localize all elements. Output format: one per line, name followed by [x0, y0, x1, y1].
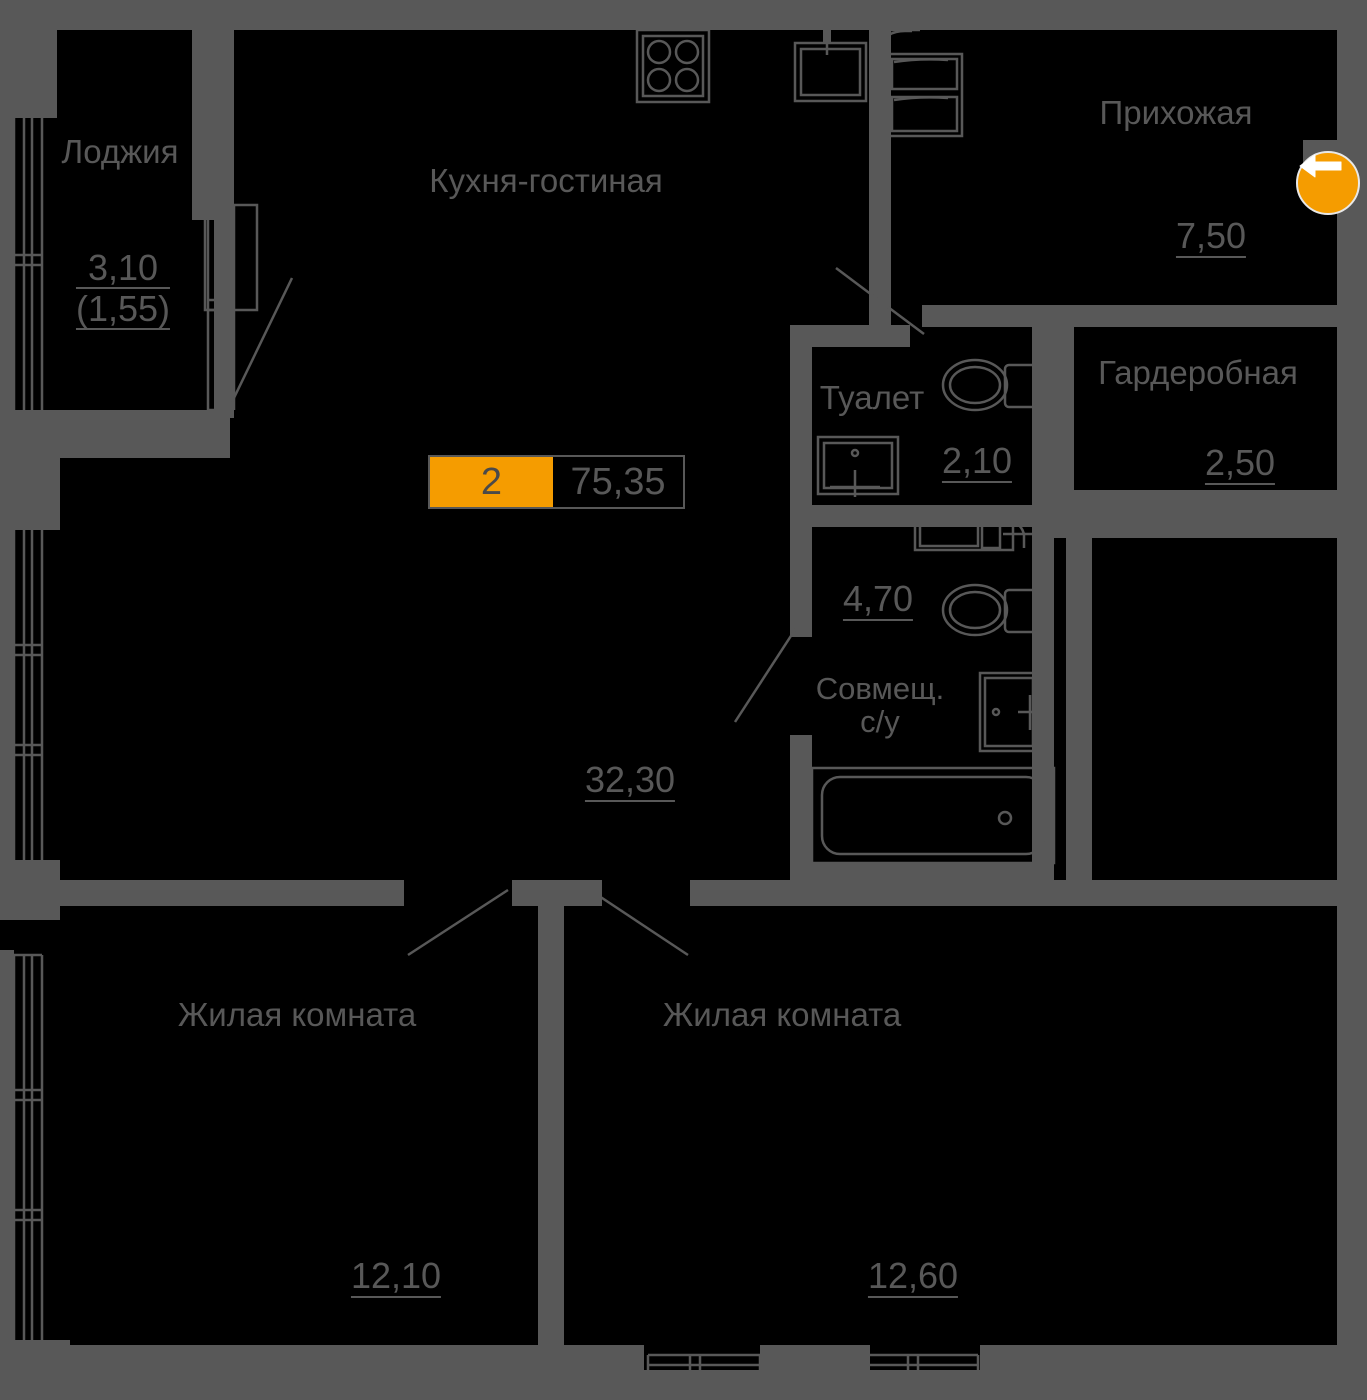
wall-living-bedroom-left — [54, 880, 404, 906]
wall-left-mid — [0, 860, 60, 920]
wall-left-window-1 — [0, 515, 14, 885]
toilet-icon-lower — [941, 583, 1039, 637]
window-bottom-right-mullion — [864, 1355, 980, 1388]
window-bottom-left — [648, 1353, 760, 1387]
bathtub-icon — [810, 766, 1056, 865]
area-label-wardrobe: 2,50 — [1204, 442, 1276, 485]
window-left-2-mullion — [14, 953, 42, 1347]
area-loggia-reduced: (1,55) — [75, 288, 171, 330]
wall-right-upper — [1337, 0, 1367, 160]
room-label-wardrobe: Гардеробная — [1098, 354, 1298, 391]
area-label-kitchen-living: 32,30 — [584, 759, 676, 802]
room-label-living-room-right: Жилая комната — [662, 996, 902, 1033]
room-label-combined-bathroom: Совмещ. с/у — [816, 672, 944, 739]
wall-bath-bottom — [790, 863, 1054, 885]
area-label-combined-bathroom: 4,70 — [842, 578, 914, 621]
wall-bath-left-upper — [790, 527, 812, 637]
room-label-combined-bathroom-line2: с/у — [860, 704, 900, 740]
wall-wardrobe-top — [1052, 305, 1337, 327]
wall-bottom-right-seg — [980, 1345, 1367, 1400]
wall-wardrobe-bottom — [1052, 490, 1337, 538]
room-label-living-room-left: Жилая комната — [177, 996, 417, 1033]
wall-kitchen-hallway-divider — [869, 30, 891, 325]
wall-bottom-mid-seg — [760, 1345, 870, 1400]
room-label-hallway: Прихожая — [1099, 94, 1253, 131]
room-label-loggia: Лоджия — [61, 133, 179, 170]
window-left-1-mullion — [14, 518, 42, 880]
wall-bath-left-lower — [790, 735, 812, 885]
wall-hallway-toilet-top — [922, 305, 1052, 327]
leader-hallway-door — [835, 267, 925, 335]
window-left-2 — [12, 955, 44, 1345]
wall-toilet-bottom — [790, 505, 1054, 527]
room-label-kitchen-living: Кухня-гостиная — [429, 162, 663, 199]
wall-loggia-divider-top — [192, 30, 234, 220]
windows — [12, 93, 980, 1388]
area-label-loggia: 3,10 (1,55) — [75, 250, 171, 332]
leader-loggia-door — [230, 277, 294, 403]
apartment-total-area: 75,35 — [570, 460, 666, 503]
wall-toilet-top-left — [790, 325, 910, 347]
leader-bath-door — [733, 621, 802, 723]
window-loggia-left-mullion — [14, 93, 42, 422]
door-leader-lines — [230, 267, 925, 957]
wall-left-upper — [0, 410, 60, 530]
toilet-icon-upper — [941, 358, 1039, 412]
wall-living-bedroom-right — [690, 880, 1350, 906]
entrance-arrow-left-icon[interactable] — [1296, 151, 1360, 215]
wall-right-room-left — [1066, 538, 1092, 888]
wall-right-lower — [1337, 180, 1367, 1400]
area-label-living-room-right: 12,60 — [867, 1255, 959, 1298]
wall-wardrobe-left — [1052, 305, 1074, 505]
washing-machine-icon — [913, 516, 1034, 552]
apartment-rooms-count: 2 — [430, 457, 553, 507]
window-loggia-door-frame-1 — [203, 203, 259, 312]
window-bottom-right — [866, 1353, 978, 1387]
area-loggia-total: 3,10 — [75, 250, 171, 289]
wall-toilet-left — [790, 325, 812, 525]
room-label-combined-bathroom-line1: Совмещ. — [815, 671, 945, 706]
area-label-toilet: 2,10 — [941, 440, 1013, 483]
wall-loggia-door-jamb — [214, 218, 234, 418]
washbasin-icon-lower — [978, 671, 1046, 753]
window-loggia-left — [12, 95, 44, 420]
apartment-summary-badge: 2 75,35 — [428, 455, 685, 509]
wardrobe-unit-icon — [885, 28, 964, 138]
area-label-living-room-left: 12,10 — [350, 1255, 442, 1298]
stove-icon — [635, 28, 711, 104]
wall-toilet-right — [1032, 325, 1054, 525]
wall-bedroom-divider — [538, 898, 564, 1378]
leader-bedroom-left-door — [407, 888, 509, 957]
window-left-1 — [12, 520, 44, 878]
entrance-arrow-glyph — [1299, 154, 1342, 178]
wall-left-window-2 — [0, 950, 14, 1350]
room-label-toilet: Туалет — [819, 379, 925, 416]
wall-top — [0, 0, 1367, 30]
window-loggia-door — [206, 205, 236, 410]
area-label-hallway: 7,50 — [1175, 215, 1247, 258]
wall-loggia-left — [0, 88, 14, 428]
kitchen-sink-icon — [793, 30, 868, 103]
window-bottom-left-mullion — [646, 1355, 762, 1388]
washbasin-icon-upper — [816, 435, 900, 497]
leader-bedroom-right-door — [589, 888, 689, 957]
fixtures — [635, 28, 1056, 865]
